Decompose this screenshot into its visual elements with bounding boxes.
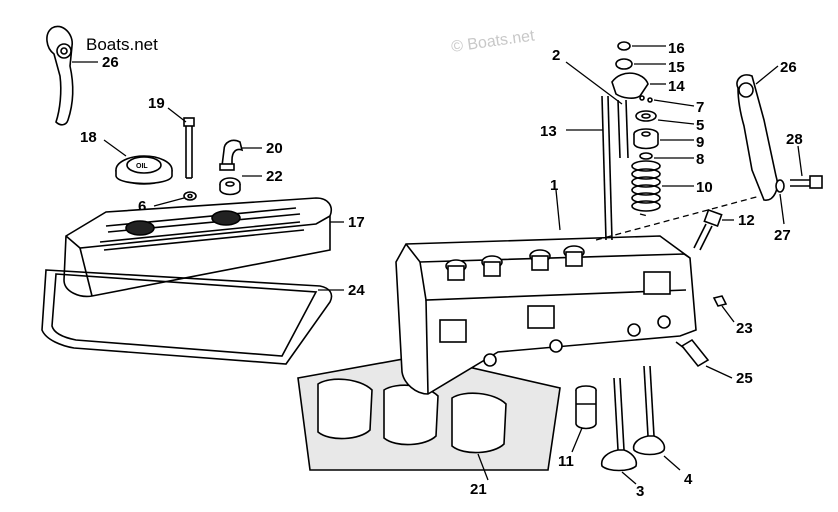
callout-26-left: 26	[102, 54, 119, 71]
callout-11: 11	[558, 453, 574, 470]
oil-cap-label: OIL	[136, 163, 148, 170]
part-22-grommet	[219, 177, 241, 196]
callout-14: 14	[668, 78, 685, 95]
leader-18	[103, 139, 127, 157]
callout-8: 8	[696, 151, 704, 168]
leader-2	[565, 61, 623, 105]
callout-1: 1	[550, 177, 558, 194]
part-23-pipe-plug	[712, 295, 728, 307]
part-5-valve-cap-retainer	[635, 110, 657, 122]
part-2-rocker-arm-stud	[617, 99, 629, 159]
leader-25	[705, 365, 733, 379]
callout-27: 27	[774, 227, 791, 244]
part-27-lock-washer	[775, 179, 785, 193]
callout-20: 20	[266, 140, 283, 157]
callout-18: 18	[80, 129, 97, 146]
callout-9: 9	[696, 134, 704, 151]
part-8-valve-seal	[639, 152, 653, 160]
leader-4	[663, 455, 681, 471]
callout-22: 22	[266, 168, 283, 185]
part-17-rocker-arm-cover	[63, 197, 332, 298]
callout-21: 21	[470, 481, 487, 498]
part-12-head-bolt	[693, 208, 723, 251]
part-25-temperature-sender	[675, 338, 710, 368]
callout-6: 6	[138, 198, 146, 215]
callout-12: 12	[738, 212, 755, 229]
alignment-dashed-short	[639, 213, 649, 217]
part-6-washer	[183, 191, 197, 201]
callout-3: 3	[636, 483, 644, 500]
part-1-cylinder-head	[395, 235, 697, 395]
part-9-valve-shield	[633, 128, 659, 150]
watermark-boats-net: Boats.net	[86, 35, 158, 54]
watermark-copyright: © Boats.net	[450, 27, 536, 56]
leader-27	[779, 193, 785, 225]
part-21-cylinder-head-gasket	[297, 355, 561, 471]
leader-5	[657, 119, 695, 125]
callout-26-right: 26	[780, 59, 797, 76]
leader-7	[653, 99, 695, 107]
part-16-rocker-nut	[617, 41, 631, 51]
leader-28	[797, 145, 803, 177]
leader-26b	[755, 65, 779, 85]
callout-28: 28	[786, 131, 803, 148]
callout-4: 4	[684, 471, 693, 488]
part-10-valve-spring	[631, 160, 661, 212]
leader-23	[721, 305, 735, 323]
leader-3	[621, 471, 637, 485]
callout-19: 19	[148, 95, 165, 112]
callout-5: 5	[696, 117, 704, 134]
callout-24: 24	[348, 282, 365, 299]
part-3-intake-valve	[600, 377, 638, 472]
leader-1	[555, 189, 561, 231]
callout-23: 23	[736, 320, 753, 337]
callout-2: 2	[552, 47, 560, 64]
part-14-rocker-arm	[611, 72, 649, 99]
callout-17: 17	[348, 214, 365, 231]
callout-25: 25	[736, 370, 753, 387]
part-20-pcv-elbow	[219, 139, 244, 171]
part-26-lifting-bracket-right	[736, 74, 779, 201]
part-15-pivot-ball	[615, 58, 633, 70]
part-19-stud-bolt	[183, 117, 195, 179]
part-28-bracket-bolt	[790, 175, 823, 189]
part-24-rocker-cover-gasket	[41, 269, 333, 365]
callout-16: 16	[668, 40, 685, 57]
leader-19	[167, 107, 187, 123]
part-13-pushrod	[601, 95, 613, 241]
callout-10: 10	[696, 179, 713, 196]
part-18-oil-filler-cap: OIL	[115, 155, 173, 185]
callout-13: 13	[540, 123, 557, 140]
part-26-lifting-bracket-left	[46, 25, 74, 126]
part-11-valve-lifter	[575, 385, 597, 430]
leader-6	[153, 197, 185, 207]
part-4-exhaust-valve	[632, 365, 666, 456]
part-7-valve-keys	[639, 95, 653, 103]
leader-21	[477, 453, 489, 481]
leader-11	[571, 427, 583, 453]
callout-15: 15	[668, 59, 685, 76]
callout-7: 7	[696, 99, 704, 116]
alignment-dashed-line	[595, 195, 761, 241]
